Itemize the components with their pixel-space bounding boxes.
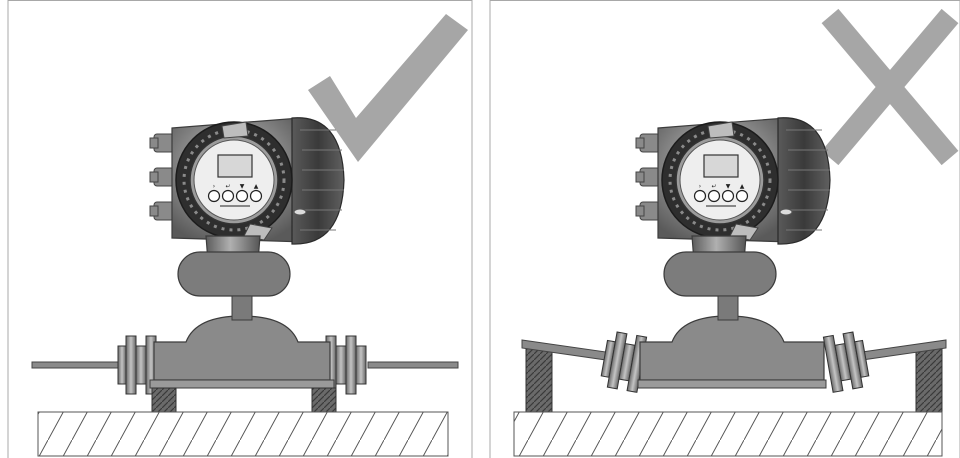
flange-right-tilted (822, 331, 870, 393)
cross-mark-icon (821, 8, 959, 166)
ground (37, 411, 449, 457)
support-tall-left (525, 345, 553, 413)
pipe-right (367, 361, 459, 369)
ground-misaligned (513, 411, 943, 457)
base-plate (149, 379, 335, 389)
flange-left (117, 335, 157, 395)
flange-right (325, 335, 367, 395)
support-right (311, 387, 337, 413)
base-plate-misaligned (637, 379, 827, 389)
panel-correct (7, 0, 473, 458)
support-tall-right (915, 345, 943, 413)
panel-incorrect (489, 0, 960, 458)
check-mark-icon (308, 14, 468, 162)
pipe-left (31, 361, 119, 369)
support-left (151, 387, 177, 413)
